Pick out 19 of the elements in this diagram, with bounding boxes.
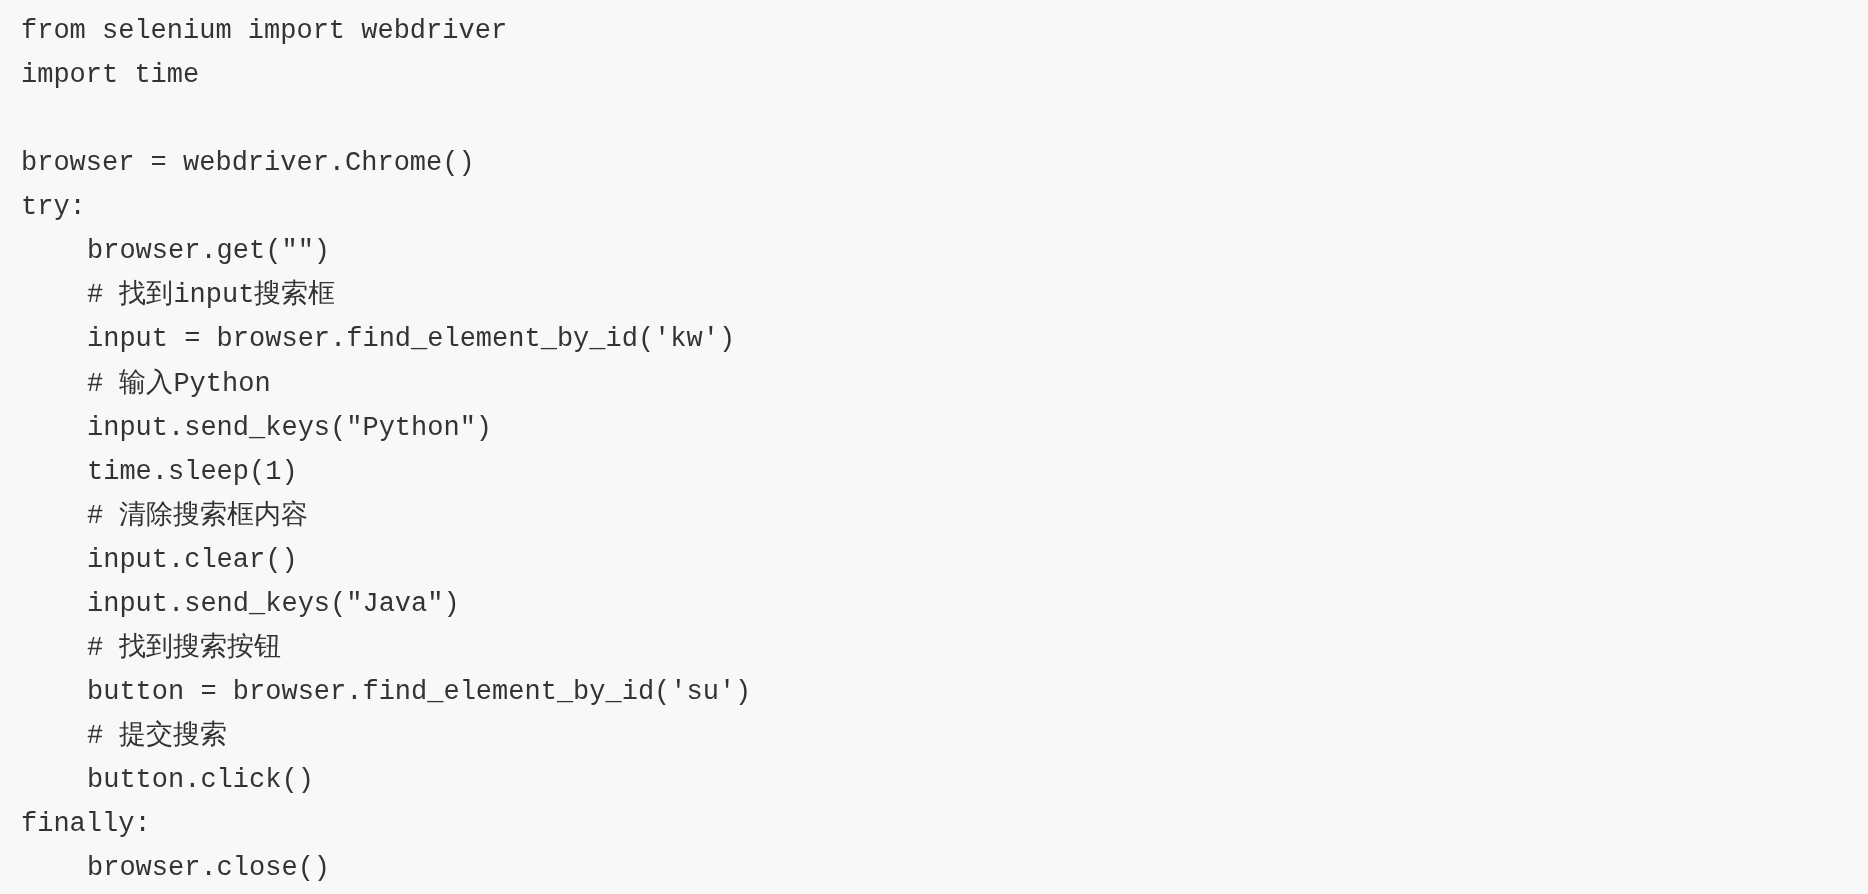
code-line: # 找到搜索按钮 — [87, 631, 282, 665]
code-line: button = browser.find_element_by_id('su') — [87, 676, 752, 710]
code-line: # 提交搜索 — [87, 719, 228, 754]
code-line: input = browser.find_element_by_id('kw') — [87, 323, 736, 357]
code-line: time.sleep(1) — [87, 455, 298, 489]
code-line: from selenium import webdriver — [21, 15, 508, 48]
code-line: import time — [21, 59, 200, 93]
code-line: input.clear() — [87, 543, 298, 577]
code-line: # 清除搜索框内容 — [87, 499, 309, 533]
code-line: # 找到input搜索框 — [87, 278, 336, 313]
code-line: button.click() — [87, 764, 314, 798]
code-line: try: — [21, 191, 86, 225]
code-line: browser.get("") — [87, 235, 331, 269]
code-line: finally: — [21, 808, 151, 842]
code-line: # 输入Python — [87, 367, 271, 401]
code-line: browser.close() — [87, 852, 331, 886]
code-line: input.send_keys("Java") — [87, 587, 460, 621]
code-line: browser = webdriver.Chrome() — [21, 147, 475, 181]
code-line: input.send_keys("Python") — [87, 411, 493, 445]
